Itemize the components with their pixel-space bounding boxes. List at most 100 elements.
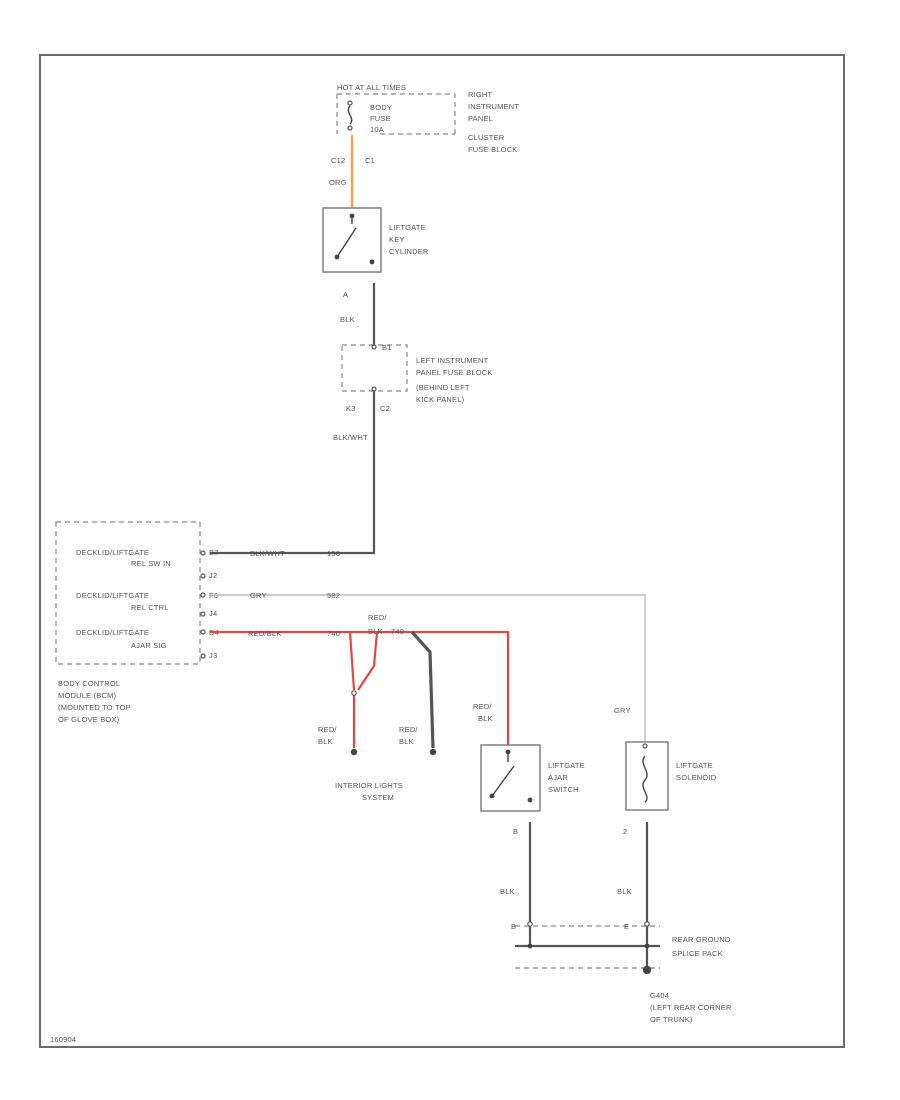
splice-pack-bus — [515, 926, 660, 968]
right-ip-fuse-block: HOT AT ALL TIMES BODY FUSE 10A RIGHT INS… — [329, 83, 519, 187]
left-fuse-block-terminal-bottom — [371, 386, 377, 392]
ground-point-g404 — [642, 965, 652, 975]
splice-pack-name-2: SPLICE PACK — [672, 949, 723, 958]
fuse-block-location-2: INSTRUMENT — [468, 102, 519, 111]
interior-wire-right-1: RED/ — [399, 725, 418, 734]
ajar-wire-in-1: RED/ — [473, 702, 492, 711]
bcm-pin-j2-terminal — [200, 573, 206, 579]
diagram-frame — [39, 54, 845, 1048]
body-control-module: DECKLID/LIFTGATE REL SW IN B7 J2 DECKLID… — [55, 521, 340, 724]
bcm-row-1-label: DECKLID/LIFTGATE — [76, 548, 149, 557]
interior-lights-terminal-left — [350, 748, 358, 756]
splice-pack-pin-e — [644, 921, 650, 927]
wire-ajar-color: RED/BLK — [248, 629, 282, 638]
figure-id: 160904 — [50, 1035, 76, 1044]
left-ip-fuse-block: B1 LEFT INSTRUMENT PANEL FUSE BLOCK (BEH… — [333, 343, 493, 442]
ground-location-1: (LEFT REAR CORNER — [650, 1003, 732, 1012]
interior-lights-system: RED/ BLK RED/ BLK INTERIOR LIGHTS SYSTEM — [318, 725, 437, 802]
wire-gray-rel-ctrl — [210, 594, 646, 742]
liftgate-solenoid: GRY LIFTGATE SOLENOID 2 BLK — [614, 706, 717, 896]
interior-wire-left-1: RED/ — [318, 725, 337, 734]
bcm-row-5-label: DECKLID/LIFTGATE — [76, 628, 149, 637]
bcm-pin-d4-terminal — [200, 629, 206, 635]
ajar-switch-terminal-bottom — [527, 797, 533, 803]
fuse-name-line-1: BODY — [370, 103, 392, 112]
fuse-block-outline — [336, 93, 456, 135]
wire-org-label: ORG — [329, 178, 347, 187]
wire-red-bcm-to-switch — [210, 630, 510, 745]
wire-blk-to-lights-right — [410, 630, 435, 749]
liftgate-ajar-switch: RED/ BLK LIFTGATE AJAR SWITCH B BLK — [473, 702, 585, 896]
solenoid-pin: 2 — [623, 827, 627, 836]
bcm-pin-f6-terminal — [200, 592, 206, 598]
splice-red-blk-label-1: RED/ — [368, 613, 387, 622]
key-cylinder-name-2: KEY — [389, 235, 405, 244]
fuse-block-location-3: PANEL — [468, 114, 493, 123]
fuse-name-line-2: FUSE — [370, 114, 391, 123]
key-cylinder-pin-label: A — [343, 290, 348, 299]
splice-pack-node-left — [527, 943, 533, 949]
wire-blk-label: BLK — [340, 315, 355, 324]
interior-lights-name-2: SYSTEM — [362, 793, 394, 802]
wire-red-drop-to-splice — [348, 631, 356, 691]
solenoid-coil-icon — [642, 755, 648, 803]
fuse-name-line-3: 10A — [370, 125, 384, 134]
left-fuse-block-terminal-top — [371, 344, 377, 350]
interior-wire-left-2: BLK — [318, 737, 333, 746]
key-cylinder-terminal-bottom — [369, 259, 375, 265]
bcm-row-1-sub: REL SW IN — [131, 559, 171, 568]
ground-point-label: G404 (LEFT REAR CORNER OF TRUNK) — [650, 991, 732, 1024]
wire-relsw-color: BLK/WHT — [250, 549, 285, 558]
wire-relsw-circuit: 156 — [327, 549, 340, 558]
interior-wire-right-2: BLK — [399, 737, 414, 746]
fuse-icon — [347, 105, 353, 125]
ajar-switch-name-2: AJAR — [548, 773, 568, 782]
bcm-row-3-label: DECKLID/LIFTGATE — [76, 591, 149, 600]
splice-pack-pin-e-label: E — [624, 922, 629, 931]
left-fuse-block-name-3: (BEHIND LEFT — [416, 383, 470, 392]
bcm-row-4-pin: J4 — [209, 609, 217, 618]
bcm-name-4: OF GLOVE BOX) — [58, 715, 120, 724]
ajar-switch-arm — [491, 765, 515, 797]
left-fuse-block-pin-k3: K3 — [346, 404, 356, 413]
bcm-pin-j3-terminal — [200, 653, 206, 659]
bcm-outline — [55, 521, 201, 665]
solenoid-name-2: SOLENOID — [676, 773, 717, 782]
wire-black-white — [210, 391, 376, 555]
bcm-name-2: MODULE (BCM) — [58, 691, 117, 700]
ground-id: G404 — [650, 991, 669, 1000]
connector-c12-label: C12 — [331, 156, 345, 165]
liftgate-key-cylinder: LIFTGATE KEY CYLINDER A BLK — [322, 207, 429, 324]
fuse-block-location-1: RIGHT — [468, 90, 493, 99]
connector-c1-label: C1 — [365, 156, 375, 165]
key-cylinder-switch-arm — [336, 227, 357, 258]
fuse-block-location-5: FUSE BLOCK — [468, 145, 518, 154]
left-fuse-block-pin-c2: C2 — [380, 404, 390, 413]
wire-blk-wht-label: BLK/WHT — [333, 433, 368, 442]
splice-pack-pin-b — [527, 921, 533, 927]
interior-lights-terminal-right — [429, 748, 437, 756]
ajar-wire-out: BLK — [500, 887, 515, 896]
bcm-pin-j4-terminal — [200, 611, 206, 617]
fuse-terminal-bottom — [347, 125, 353, 131]
solenoid-name-1: LIFTGATE — [676, 761, 713, 770]
splice-pack-name-1: REAR GROUND — [672, 935, 731, 944]
splice-pack-pin-b-label: B — [511, 922, 516, 931]
key-cylinder-name-3: CYLINDER — [389, 247, 429, 256]
bcm-name-1: BODY CONTROL — [58, 679, 120, 688]
hot-at-all-times-label: HOT AT ALL TIMES — [337, 83, 406, 92]
bcm-name-3: (MOUNTED TO TOP — [58, 703, 131, 712]
bcm-row-3-sub: REL CTRL — [131, 603, 169, 612]
bcm-row-2-pin: J2 — [209, 571, 217, 580]
left-fuse-block-name-2: PANEL FUSE BLOCK — [416, 368, 493, 377]
wire-relctrl-circuit: 582 — [327, 591, 340, 600]
fuse-terminal-top — [347, 100, 353, 106]
left-fuse-block-name-1: LEFT INSTRUMENT — [416, 356, 489, 365]
wire-ajar-circuit: 740 — [327, 629, 340, 638]
bcm-pin-b7-terminal — [200, 550, 206, 556]
left-fuse-block-pin-b1: B1 — [382, 343, 392, 352]
ajar-switch-name-3: SWITCH — [548, 785, 579, 794]
solenoid-wire-in: GRY — [614, 706, 631, 715]
left-fuse-block-name-4: KICK PANEL) — [416, 395, 465, 404]
left-fuse-block-outline — [341, 344, 408, 392]
